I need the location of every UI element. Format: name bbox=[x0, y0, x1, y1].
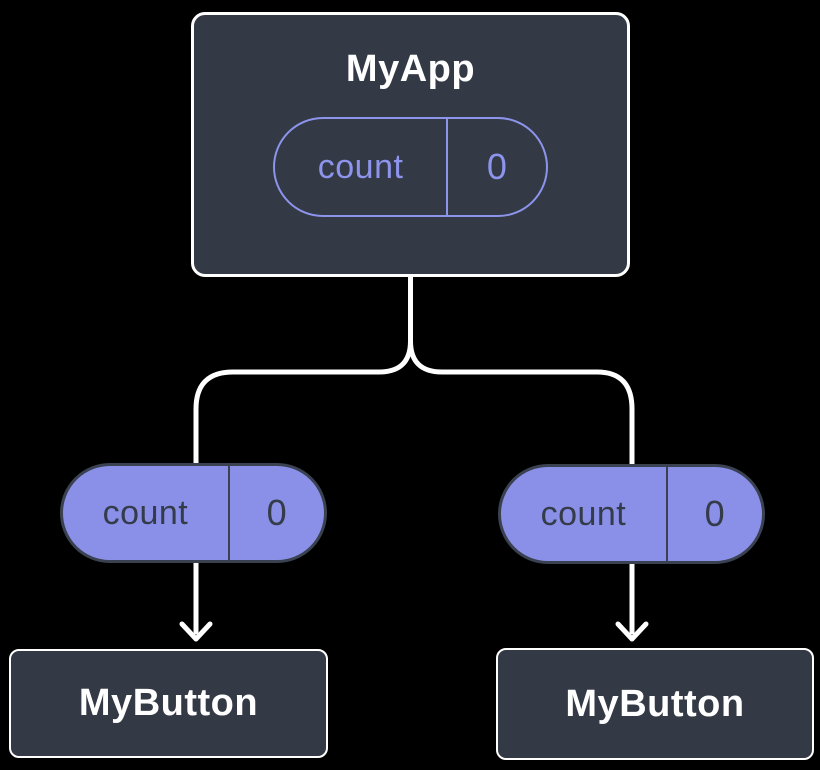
prop-pill-left-value: 0 bbox=[266, 492, 288, 533]
node-mybutton-right-title: MyButton bbox=[565, 682, 745, 725]
state-pill-myapp-value: 0 bbox=[486, 146, 508, 187]
connector-branch-right bbox=[408, 269, 635, 635]
node-mybutton-right: MyButton bbox=[496, 648, 814, 760]
node-mybutton-left-title: MyButton bbox=[78, 682, 259, 724]
arrowhead-down-right-icon bbox=[615, 621, 649, 642]
state-pill-myapp-name: count bbox=[275, 119, 449, 215]
prop-pill-left: count 0 bbox=[60, 463, 327, 563]
prop-pill-left-name: count bbox=[63, 466, 230, 560]
node-myapp: MyApp count 0 bbox=[191, 12, 630, 277]
state-pill-myapp: count 0 bbox=[273, 117, 548, 217]
prop-pill-right: count 0 bbox=[498, 464, 765, 564]
node-myapp-title: MyApp bbox=[345, 48, 476, 90]
connector-branch-left bbox=[193, 269, 413, 635]
arrowhead-down-left-icon bbox=[179, 621, 213, 642]
node-mybutton-left: MyButton bbox=[9, 649, 328, 758]
prop-pill-right-name: count bbox=[501, 467, 668, 561]
prop-pill-right-value: 0 bbox=[704, 493, 726, 534]
